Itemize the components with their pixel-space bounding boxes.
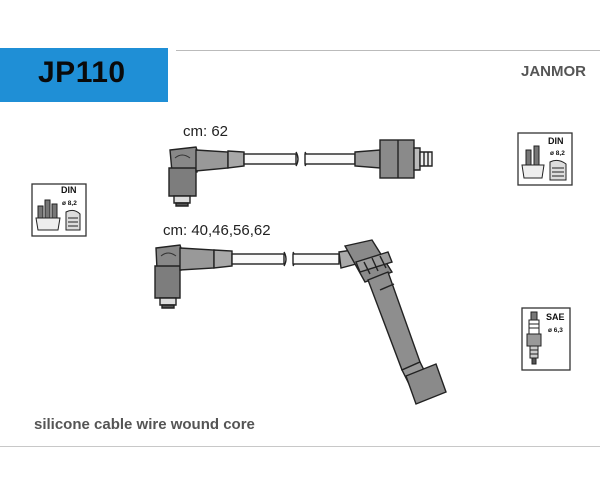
cable-1-elbow-boot — [168, 146, 245, 207]
cable-2 — [154, 239, 447, 405]
cable-2-wire-left — [231, 253, 285, 265]
badge-right-top-diameter: ø 8,2 — [550, 150, 565, 157]
cable-1-wire-left — [243, 153, 297, 165]
spark-plug-icon — [526, 311, 542, 365]
cable-1 — [168, 139, 433, 207]
cable-1-break-left — [295, 151, 299, 167]
badge-right-bottom-standard: SAE — [546, 312, 565, 322]
distributor-cap-icon — [35, 199, 81, 231]
header-divider — [176, 50, 600, 51]
cable-2-wire-right — [292, 253, 340, 265]
product-code-box — [0, 48, 168, 102]
footer-divider — [0, 446, 600, 447]
product-code: JP110 — [38, 56, 126, 89]
cable-2-break-left — [283, 251, 287, 267]
badge-left-standard: DIN — [61, 185, 77, 195]
cable-2-length-label: cm: 40,46,56,62 — [163, 222, 271, 239]
badge-right-bottom-diameter: ø 6,3 — [548, 327, 563, 334]
badge-left-diameter: ø 8,2 — [62, 200, 77, 207]
cable-2-elbow-boot — [154, 244, 233, 309]
ignition-coil-icon — [521, 145, 567, 181]
cable-1-straight-boot — [354, 139, 433, 179]
cable-1-wire-right — [304, 153, 356, 165]
cable-1-length-label: cm: 62 — [183, 123, 229, 140]
badge-right-top-standard: DIN — [548, 136, 564, 146]
cable-2-plug-boot — [338, 239, 447, 405]
badge-right-bottom: SAE ø 6,3 — [521, 307, 571, 371]
brand-name: JANMOR — [520, 63, 586, 80]
badge-right-top: DIN ø 8,2 — [517, 132, 573, 186]
badge-left: DIN ø 8,2 — [31, 183, 87, 237]
product-description: silicone cable wire wound core — [34, 416, 255, 433]
